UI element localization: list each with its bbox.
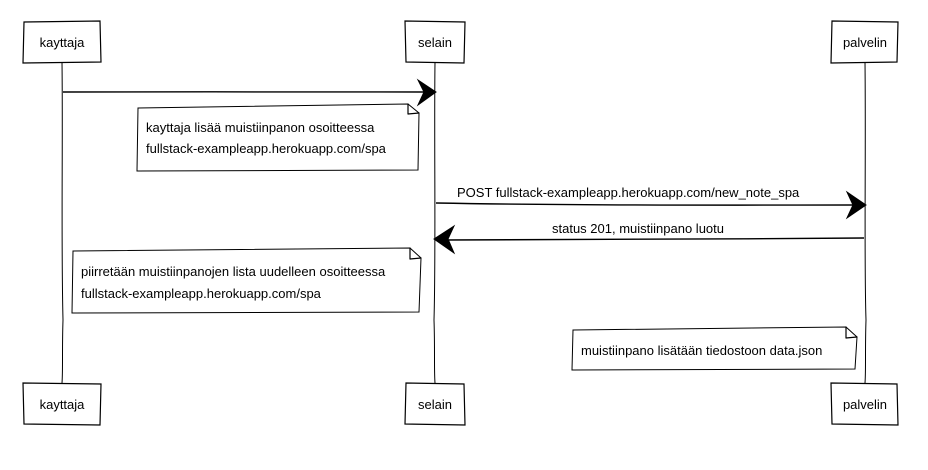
note-line: muistiinpano lisätään tiedostoon data.js… [581,343,822,358]
message-label: POST fullstack-exampleapp.herokuapp.com/… [457,185,800,200]
participant-label: selain [418,397,452,412]
participant-selain-bottom: selain [404,382,466,426]
note-line: kayttaja lisää muistiinpanon osoitteessa [146,120,375,135]
participant-kayttaja-top: kayttaja [22,20,102,64]
participant-label: palvelin [843,397,887,412]
participant-selain-top: selain [404,20,466,64]
participant-label: kayttaja [40,397,86,412]
participant-palvelin-top: palvelin [830,20,899,64]
message-palvelin-to-selain: status 201, muistiinpano luotu [433,221,865,255]
message-label: status 201, muistiinpano luotu [552,221,724,236]
note-line: fullstack-exampleapp.herokuapp.com/spa [81,286,322,301]
participant-label: palvelin [843,35,887,50]
participant-label: kayttaja [40,35,86,50]
message-selain-to-palvelin: POST fullstack-exampleapp.herokuapp.com/… [435,185,867,220]
message-kayttaja-to-selain [62,78,437,107]
lifeline-palvelin [864,61,867,384]
participant-label: selain [418,35,452,50]
note-redraw-list: piirretään muistiinpanojen lista uudelle… [71,247,422,314]
lifeline-selain [433,61,436,384]
arrowhead [845,190,867,220]
note-kayttaja-adds-note: kayttaja lisää muistiinpanon osoitteessa… [136,103,420,172]
note-save-to-json: muistiinpano lisätään tiedostoon data.js… [571,326,858,371]
participant-kayttaja-bottom: kayttaja [22,382,102,426]
note-line: fullstack-exampleapp.herokuapp.com/spa [146,141,387,156]
arrowhead [433,224,456,255]
note-line: piirretään muistiinpanojen lista uudelle… [81,264,386,279]
lifeline-kayttaja [61,61,64,384]
participant-palvelin-bottom: palvelin [830,382,899,426]
arrowhead [416,78,437,107]
